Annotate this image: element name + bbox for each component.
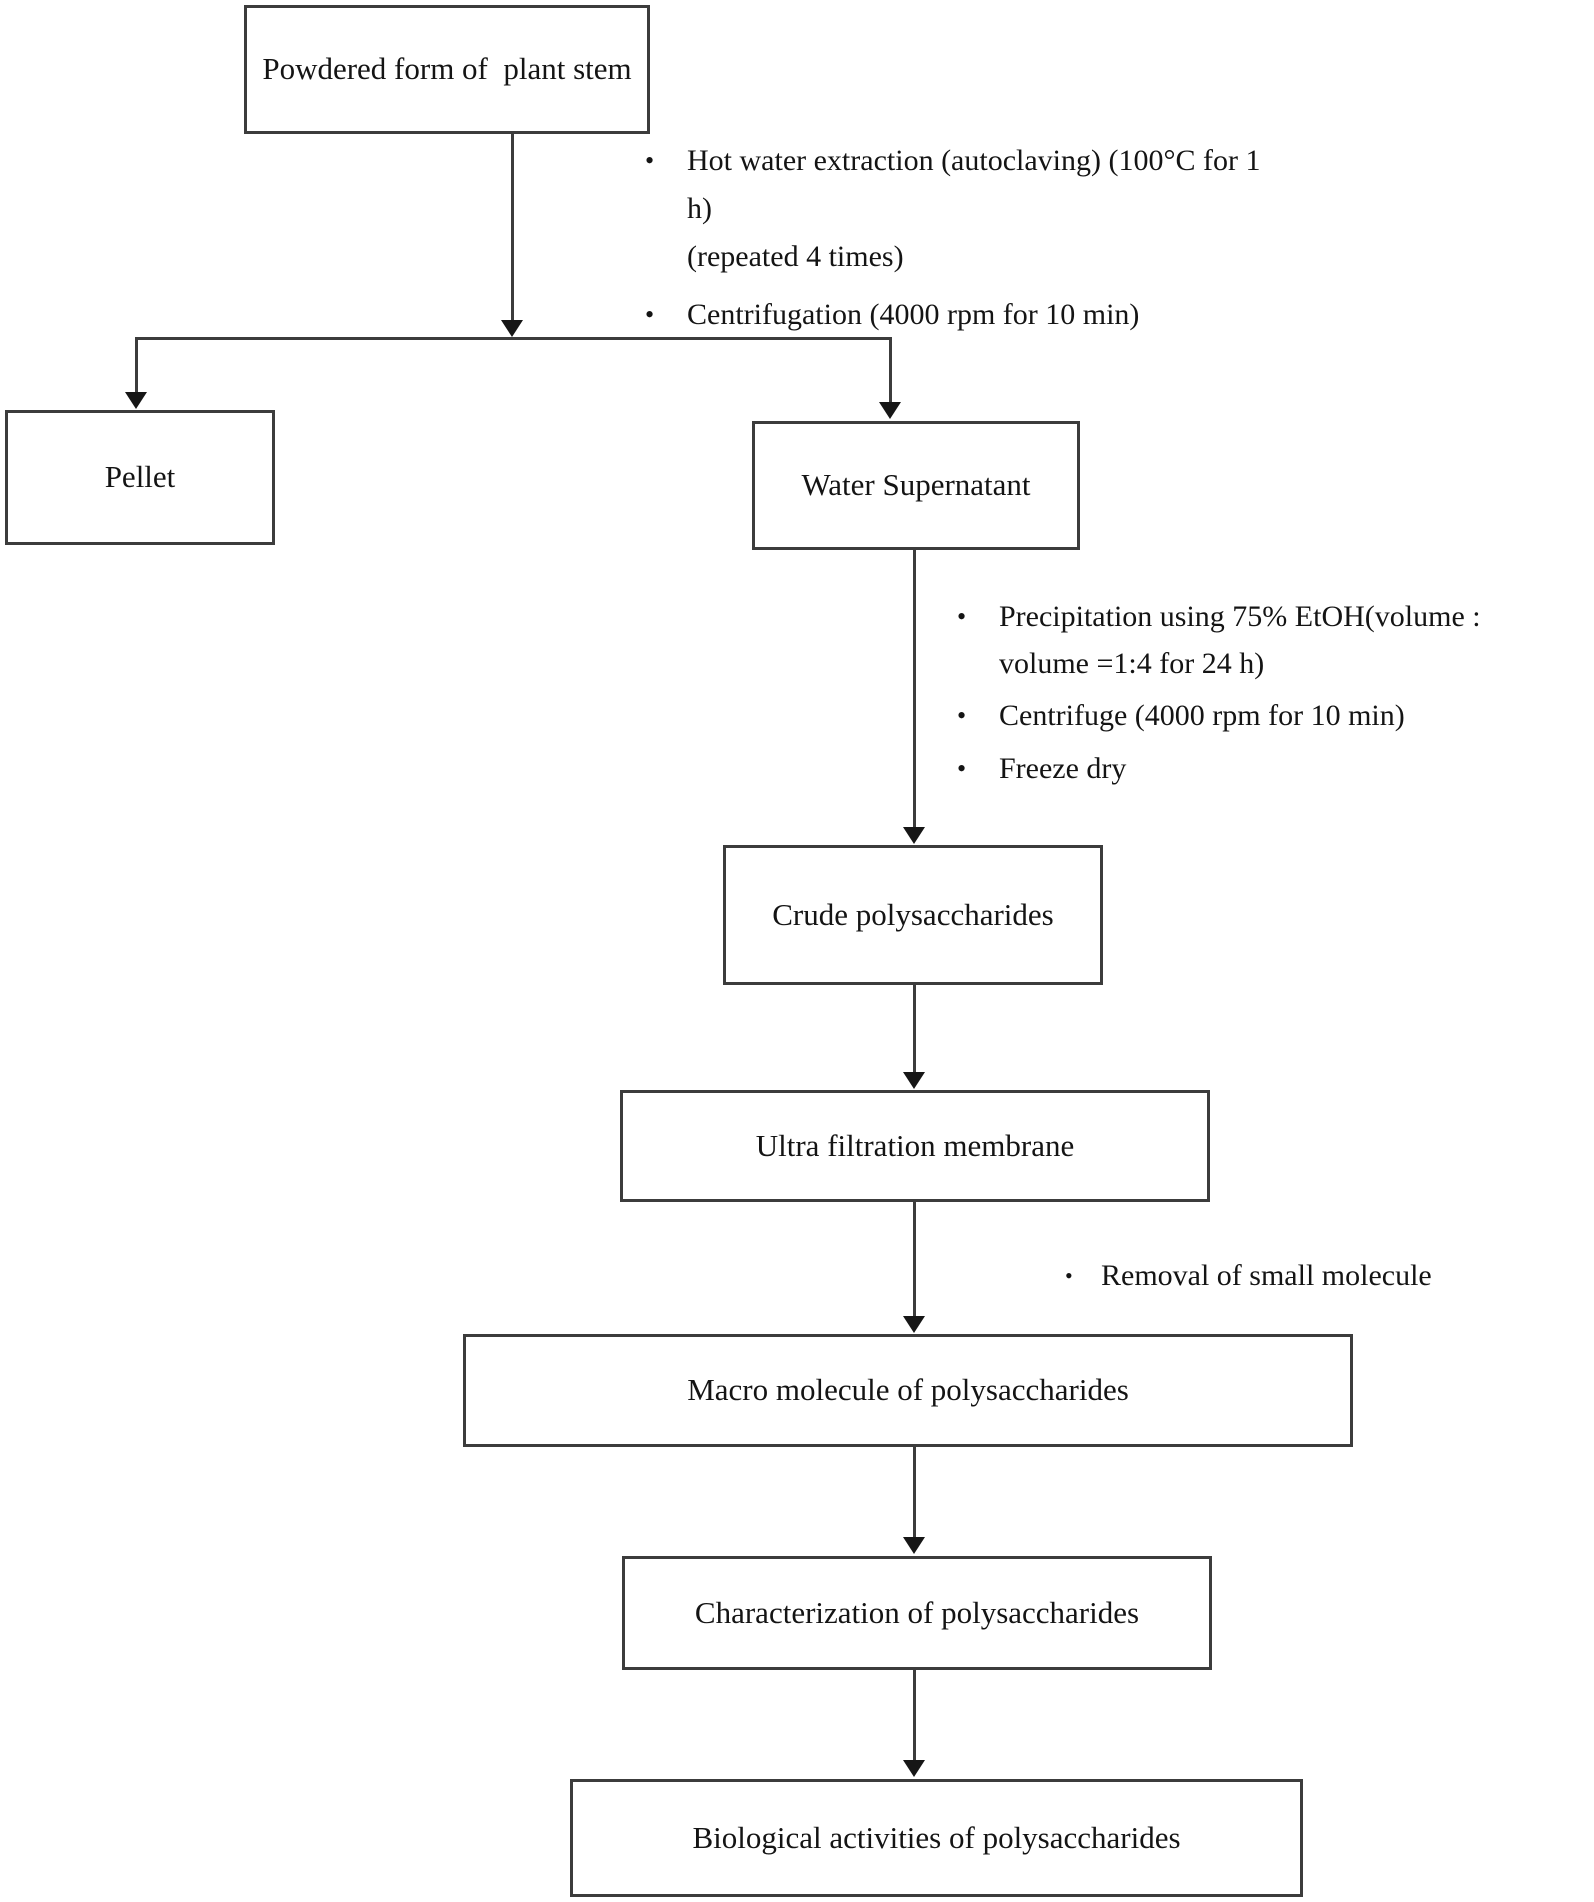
node-water-supernatant: Water Supernatant [752,421,1080,550]
arrow-down-icon [879,402,901,419]
annotation-item: • Removal of small molecule [1065,1252,1565,1300]
arrow-down-icon [903,1072,925,1089]
node-label: Ultra filtration membrane [755,1127,1075,1163]
node-crude-polysaccharides: Crude polysaccharides [723,845,1103,985]
precipitation-annotations: • Precipitation using 75% EtOH(volume : … [957,593,1557,793]
connector-line [889,337,892,403]
node-label: Pellet [104,459,176,495]
connector-line [913,1670,916,1761]
annotation-line: Centrifuge (4000 rpm for 10 min) [999,699,1405,732]
connector-line [913,985,916,1073]
annotation-line: Precipitation using 75% EtOH(volume : [999,600,1481,633]
annotation-line: Centrifugation (4000 rpm for 10 min) [687,298,1140,331]
bullet-icon: • [957,602,967,631]
node-biological-activities: Biological activities of polysaccharides [570,1779,1303,1897]
node-powdered-stem: Powdered form of plant stem [244,5,650,134]
bullet-icon: • [645,300,655,329]
arrow-down-icon [903,1537,925,1554]
arrow-down-icon [501,320,523,337]
annotation-item: • Freeze dry [957,745,1557,793]
node-pellet: Pellet [5,410,275,545]
node-label: Powdered form of plant stem [262,51,632,87]
node-label: Macro molecule of polysaccharides [687,1372,1129,1408]
bullet-icon: • [957,754,967,783]
node-label: Biological activities of polysaccharides [692,1819,1181,1855]
bullet-icon: • [645,146,655,175]
arrow-down-icon [903,1316,925,1333]
connector-line [135,337,892,340]
connector-line [511,133,514,321]
bullet-icon: • [957,701,967,730]
node-label: Characterization of polysaccharides [694,1594,1140,1630]
bullet-icon: • [1065,1263,1073,1288]
connector-line [135,337,138,393]
annotation-item: • Hot water extraction (autoclaving) (10… [645,137,1265,281]
annotation-line: Hot water extraction (autoclaving) (100°… [687,144,1268,225]
node-macro-molecule: Macro molecule of polysaccharides [463,1334,1353,1447]
annotation-item: • Precipitation using 75% EtOH(volume : … [957,593,1557,687]
connector-line [913,550,916,828]
node-ultra-filtration: Ultra filtration membrane [620,1090,1210,1202]
node-label: Crude polysaccharides [772,896,1054,932]
node-characterization: Characterization of polysaccharides [622,1556,1212,1670]
arrow-down-icon [125,392,147,409]
annotation-line: (repeated 4 times) [687,240,904,273]
annotation-line: volume =1:4 for 24 h) [999,647,1265,680]
annotation-line: Removal of small molecule [1101,1259,1432,1292]
annotation-line: Freeze dry [999,752,1127,785]
filtration-annotations: • Removal of small molecule [1065,1252,1565,1300]
node-label: Water Supernatant [801,467,1031,503]
annotation-item: • Centrifugation (4000 rpm for 10 min) [645,291,1265,339]
connector-line [913,1202,916,1317]
connector-line [913,1447,916,1538]
extraction-annotations: • Hot water extraction (autoclaving) (10… [645,137,1265,339]
arrow-down-icon [903,1760,925,1777]
arrow-down-icon [903,827,925,844]
annotation-item: • Centrifuge (4000 rpm for 10 min) [957,692,1557,740]
